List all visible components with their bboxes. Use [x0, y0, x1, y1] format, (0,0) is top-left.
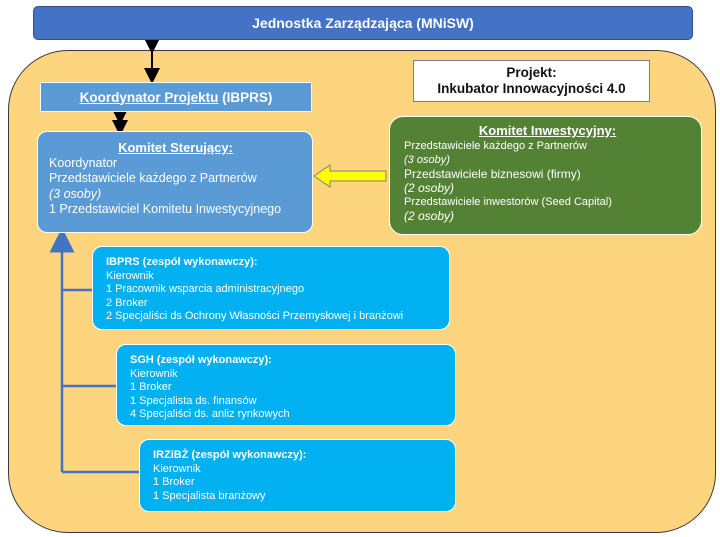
investment-line: (2 osoby)	[404, 181, 455, 195]
coordinator-org: (IBPRS)	[222, 89, 273, 105]
steering-committee-title: Komitet Sterujący:	[118, 140, 233, 155]
team-member: 2 Specjaliści ds Ochrony Własności Przem…	[106, 310, 404, 322]
investment-committee-box: Komitet Inwestycyjny: Przedstawiciele ka…	[389, 116, 702, 235]
coordinator-box: Koordynator Projektu (IBPRS)	[40, 82, 312, 112]
team-title: SGH (zespół wykonawczy):	[130, 354, 272, 366]
team-member: 1 Pracownik wsparcia administracyjnego	[106, 283, 305, 295]
arrow-investment-steering	[313, 164, 387, 188]
management-unit-title: Jednostka Zarządzająca (MNiSW)	[252, 15, 474, 31]
management-unit-box: Jednostka Zarządzająca (MNiSW)	[33, 6, 693, 40]
coordinator-name: Koordynator Projektu	[79, 89, 219, 105]
team-sgh-box: SGH (zespół wykonawczy): Kierownik 1 Bro…	[116, 344, 456, 426]
investment-line: (3 osoby)	[404, 154, 450, 166]
team-member: 2 Broker	[106, 296, 148, 309]
team-member: 1 Broker	[130, 381, 172, 393]
team-irzibz-box: IRZiBŻ (zespół wykonawczy): Kierownik 1 …	[139, 439, 456, 512]
team-title: IBPRS (zespół wykonawczy):	[106, 256, 258, 268]
team-ibprs-box: IBPRS (zespół wykonawczy): Kierownik 1 P…	[92, 246, 450, 330]
steering-line: Przedstawiciele każdego z Partnerów	[49, 171, 257, 185]
team-member: 1 Specjalista ds. finansów	[130, 394, 257, 407]
team-member: 4 Specjaliści ds. anliz rynkowych	[130, 408, 290, 420]
team-member: Kierownik	[130, 367, 178, 380]
steering-committee-box: Komitet Sterujący: Koordynator Przedstaw…	[37, 131, 313, 233]
investment-line: Przedstawiciele każdego z Partnerów	[404, 140, 587, 152]
steering-line: (3 osoby)	[49, 186, 102, 201]
investment-committee-title: Komitet Inwestycyjny:	[478, 123, 617, 138]
investment-line: Przedstawiciele inwestorów (Seed Capital…	[404, 196, 612, 208]
investment-line: Przedstawiciele biznesowi (firmy)	[404, 167, 581, 181]
team-member: 1 Specjalista branżowy	[153, 489, 266, 502]
investment-line: (2 osoby)	[404, 209, 455, 223]
project-box: Projekt: Inkubator Innowacyjności 4.0	[413, 60, 650, 102]
project-label: Projekt:	[506, 65, 557, 80]
team-member: Kierownik	[106, 269, 154, 282]
team-member: Kierownik	[153, 462, 201, 475]
project-name: Inkubator Innowacyjności 4.0	[437, 81, 626, 96]
steering-line: 1 Przedstawiciel Komitetu Inwestycyjnego	[49, 202, 282, 216]
team-member: 1 Broker	[153, 476, 195, 488]
steering-line: Koordynator	[49, 155, 118, 170]
team-title: IRZiBŻ (zespół wykonawczy):	[153, 449, 307, 461]
